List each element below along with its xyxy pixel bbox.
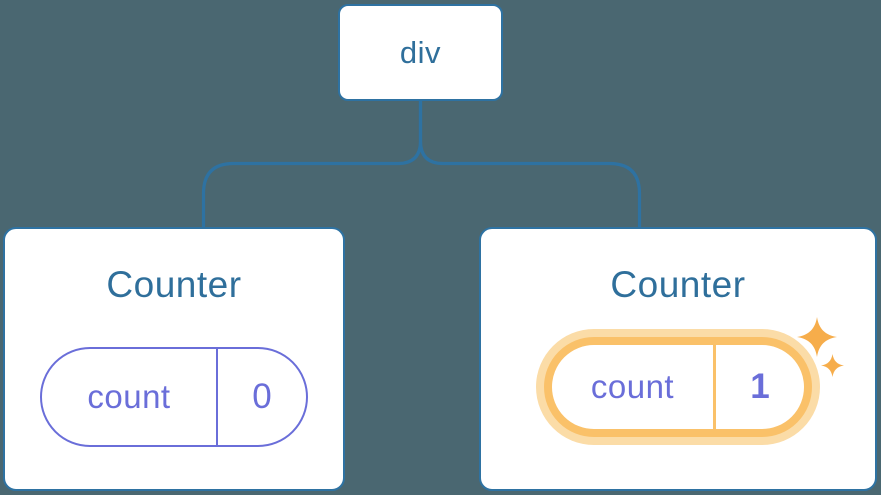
state-value: 1 — [750, 367, 770, 406]
counter-card-left: Counter count 0 — [3, 227, 345, 491]
connector-right-branch — [418, 101, 642, 228]
state-pill-highlighted: count 1 — [544, 337, 812, 437]
counter-title: Counter — [106, 264, 242, 305]
state-pill: count 0 — [40, 347, 308, 447]
counter-title: Counter — [610, 264, 746, 305]
sparkle-small-icon — [821, 354, 844, 377]
root-node-label: div — [399, 34, 442, 70]
root-node-div: div — [338, 4, 503, 101]
state-value: 0 — [252, 377, 272, 416]
counter-card-right: Counter count 1 — [479, 227, 877, 491]
state-name: count — [552, 345, 716, 429]
state-name: count — [42, 349, 218, 445]
connector-left-branch — [201, 101, 423, 228]
